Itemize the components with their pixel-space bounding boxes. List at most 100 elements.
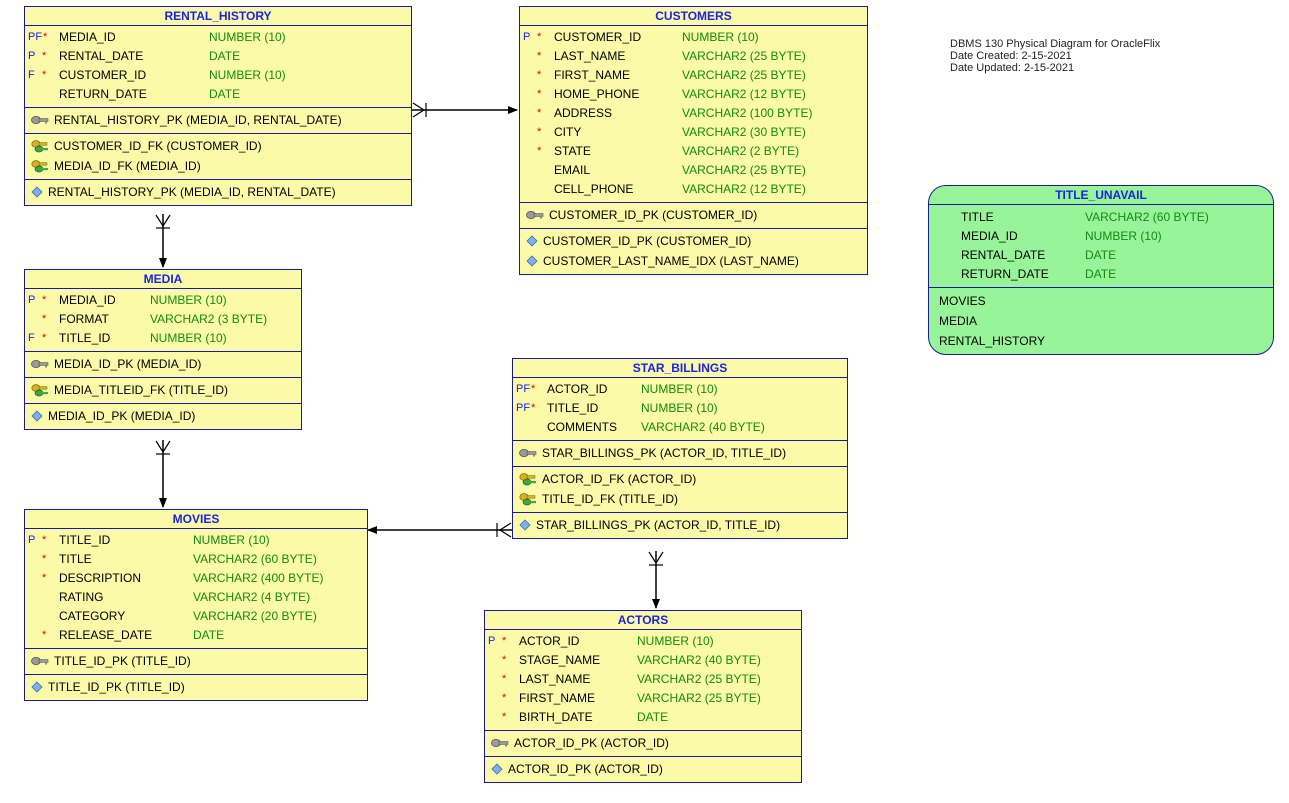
required-marker: * <box>42 629 47 641</box>
pk-key-icon <box>491 736 514 750</box>
fk-key-icon <box>31 383 54 397</box>
rel-rental-history-media <box>155 214 171 268</box>
index-section: CUSTOMER_ID_PK (CUSTOMER_ID)CUSTOMER_LAS… <box>520 229 867 274</box>
column-type: VARCHAR2 (25 BYTE) <box>682 163 806 177</box>
column-name: HOME_PHONE <box>554 87 640 101</box>
column-name: CUSTOMER_ID <box>554 30 642 44</box>
pk-key-icon <box>519 446 542 460</box>
index-section: ACTOR_ID_PK (ACTOR_ID) <box>485 757 801 782</box>
column-name: CATEGORY <box>59 609 126 623</box>
column-name: TITLE_ID <box>59 533 111 547</box>
required-marker: * <box>42 534 47 546</box>
column-name: CUSTOMER_ID <box>59 68 147 82</box>
diagram-note: DBMS 130 Physical Diagram for OracleFlix… <box>950 38 1160 74</box>
column-type: NUMBER (10) <box>682 30 759 44</box>
table-title: MEDIA <box>25 270 301 289</box>
column-name: RETURN_DATE <box>961 267 1049 281</box>
required-marker: * <box>43 31 48 43</box>
foreign-key-section: CUSTOMER_ID_FK (CUSTOMER_ID)MEDIA_ID_FK … <box>25 134 411 180</box>
primary-key-row: MEDIA_ID_PK (MEDIA_ID) <box>25 354 301 374</box>
column-name: MEDIA_ID <box>961 229 1018 243</box>
required-marker: * <box>42 572 47 584</box>
column-type: DATE <box>1085 267 1117 281</box>
column-type: DATE <box>193 628 225 642</box>
column-type: VARCHAR2 (400 BYTE) <box>193 571 324 585</box>
key-label: ACTOR_ID_FK (ACTOR_ID) <box>542 472 697 486</box>
note-updated: Date Updated: 2-15-2021 <box>950 62 1075 74</box>
key-label: STAR_BILLINGS_PK (ACTOR_ID, TITLE_ID) <box>542 446 787 460</box>
column-type: VARCHAR2 (60 BYTE) <box>193 552 317 566</box>
column-type: VARCHAR2 (25 BYTE) <box>637 691 761 705</box>
column-type: VARCHAR2 (2 BYTE) <box>682 144 800 158</box>
column-type: VARCHAR2 (12 BYTE) <box>682 87 806 101</box>
column-name: DESCRIPTION <box>59 571 142 585</box>
column-name: ACTOR_ID <box>547 382 608 396</box>
fk-key-icon <box>31 139 54 153</box>
fk-key-icon <box>519 492 542 506</box>
column-name: TITLE <box>961 210 994 224</box>
foreign-key-row: MEDIA_TITLEID_FK (TITLE_ID) <box>25 380 301 400</box>
table-title: MOVIES <box>25 510 367 529</box>
primary-key-row: CUSTOMER_ID_PK (CUSTOMER_ID) <box>520 205 867 225</box>
key-label: RENTAL_HISTORY_PK (MEDIA_ID, RENTAL_DATE… <box>54 113 342 127</box>
index-diamond-icon <box>519 518 536 532</box>
column-type: VARCHAR2 (40 BYTE) <box>637 653 761 667</box>
column-type: DATE <box>637 710 669 724</box>
column-name: RENTAL_DATE <box>961 248 1046 262</box>
key-label: STAR_BILLINGS_PK (ACTOR_ID, TITLE_ID) <box>536 518 781 532</box>
column-type: VARCHAR2 (12 BYTE) <box>682 182 806 196</box>
column-type: DATE <box>209 49 241 63</box>
column-type: VARCHAR2 (30 BYTE) <box>682 125 806 139</box>
column-name: ADDRESS <box>554 106 613 120</box>
primary-key-row: TITLE_ID_PK (TITLE_ID) <box>25 651 367 671</box>
column-row: * ADDRESS VARCHAR2 (100 BYTE) <box>520 104 867 123</box>
key-label: CUSTOMER_LAST_NAME_IDX (LAST_NAME) <box>543 254 799 268</box>
key-label: MEDIA_ID_PK (MEDIA_ID) <box>48 409 196 423</box>
column-type: NUMBER (10) <box>641 382 718 396</box>
rel-star-billings-movies <box>367 522 512 538</box>
foreign-key-section: MEDIA_TITLEID_FK (TITLE_ID) <box>25 378 301 404</box>
required-marker: * <box>537 88 542 100</box>
column-type: NUMBER (10) <box>193 533 270 547</box>
rel-star-billings-actors <box>648 551 664 609</box>
foreign-key-section: ACTOR_ID_FK (ACTOR_ID)TITLE_ID_FK (TITLE… <box>513 467 847 513</box>
index-section: STAR_BILLINGS_PK (ACTOR_ID, TITLE_ID) <box>513 513 847 538</box>
column-name: LAST_NAME <box>519 672 591 686</box>
pk-key-icon <box>31 113 54 127</box>
key-flag: P <box>28 50 36 62</box>
key-flag: F <box>28 69 35 81</box>
required-marker: * <box>42 50 47 62</box>
required-marker: * <box>537 50 542 62</box>
index-section: RENTAL_HISTORY_PK (MEDIA_ID, RENTAL_DATE… <box>25 180 411 205</box>
column-type: VARCHAR2 (100 BYTE) <box>682 106 813 120</box>
primary-key-section: MEDIA_ID_PK (MEDIA_ID) <box>25 352 301 378</box>
required-marker: * <box>537 107 542 119</box>
key-label: TITLE_ID_PK (TITLE_ID) <box>54 654 191 668</box>
primary-key-section: TITLE_ID_PK (TITLE_ID) <box>25 649 367 675</box>
column-type: VARCHAR2 (25 BYTE) <box>682 49 806 63</box>
key-label: TITLE_ID_PK (TITLE_ID) <box>48 680 185 694</box>
index-diamond-icon <box>491 762 508 776</box>
